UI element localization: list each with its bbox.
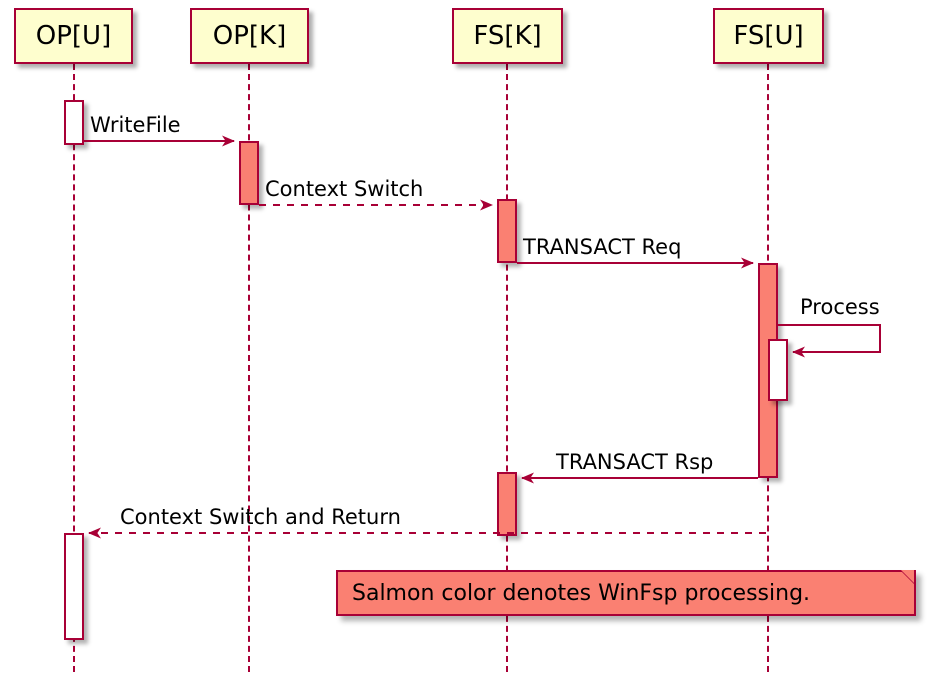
participant-box-op-u[interactable]: OP[U] — [14, 8, 133, 64]
message-label-process: Process — [800, 295, 880, 319]
message-label-transact-rsp: TRANSACT Rsp — [556, 450, 714, 474]
participant-label-op-k: OP[K] — [212, 21, 287, 51]
activation-fs-k-request — [497, 199, 517, 263]
message-label-writefile: WriteFile — [90, 113, 181, 137]
activation-fs-u-process — [768, 339, 788, 401]
lifeline-op-u — [73, 64, 75, 672]
message-label-transact-req: TRANSACT Req — [523, 235, 682, 259]
participant-label-fs-k: FS[K] — [473, 21, 542, 51]
participant-label-op-u: OP[U] — [35, 21, 112, 51]
message-label-context-switch: Context Switch — [265, 177, 424, 201]
activation-op-u-return — [64, 533, 84, 640]
participant-box-op-k[interactable]: OP[K] — [190, 8, 309, 64]
lifeline-fs-k — [506, 64, 508, 672]
lifeline-op-k — [248, 64, 250, 672]
activation-fs-k-response — [497, 472, 517, 536]
message-arrow-process — [778, 324, 881, 358]
participant-label-fs-u: FS[U] — [733, 21, 804, 51]
message-label-context-switch-return: Context Switch and Return — [120, 505, 401, 529]
note-fold-corner-inner-icon — [901, 570, 914, 583]
note-salmon-legend: Salmon color denotes WinFsp processing. — [336, 570, 916, 616]
note-text: Salmon color denotes WinFsp processing. — [352, 580, 811, 606]
activation-op-k — [239, 141, 259, 205]
participant-box-fs-u[interactable]: FS[U] — [713, 8, 824, 64]
participant-box-fs-k[interactable]: FS[K] — [452, 8, 563, 64]
activation-op-u-writefile — [64, 100, 84, 145]
